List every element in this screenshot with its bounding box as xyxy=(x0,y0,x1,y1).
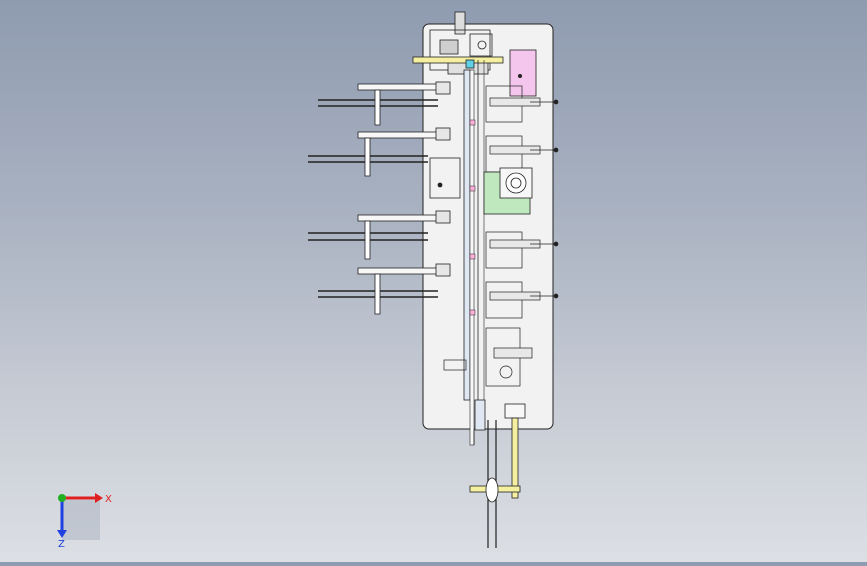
station-3[interactable] xyxy=(485,231,559,269)
pusher-arm-1[interactable] xyxy=(318,81,451,126)
z-axis-label: Z xyxy=(58,539,65,550)
station-4[interactable] xyxy=(485,281,559,319)
station-1[interactable] xyxy=(485,85,559,123)
orientation-triad: X Z xyxy=(40,480,120,550)
x-axis-label: X xyxy=(105,494,112,505)
station-5[interactable] xyxy=(443,327,533,387)
pusher-arm-4[interactable] xyxy=(318,263,451,315)
y-axis-dot xyxy=(58,494,66,502)
pusher-arm-2[interactable] xyxy=(308,127,451,177)
lower-linkage[interactable] xyxy=(469,399,526,548)
rail-fittings xyxy=(469,119,476,316)
pink-control-box[interactable] xyxy=(509,49,537,97)
motor-unit[interactable] xyxy=(429,157,533,215)
pusher-arm-3[interactable] xyxy=(308,210,451,260)
